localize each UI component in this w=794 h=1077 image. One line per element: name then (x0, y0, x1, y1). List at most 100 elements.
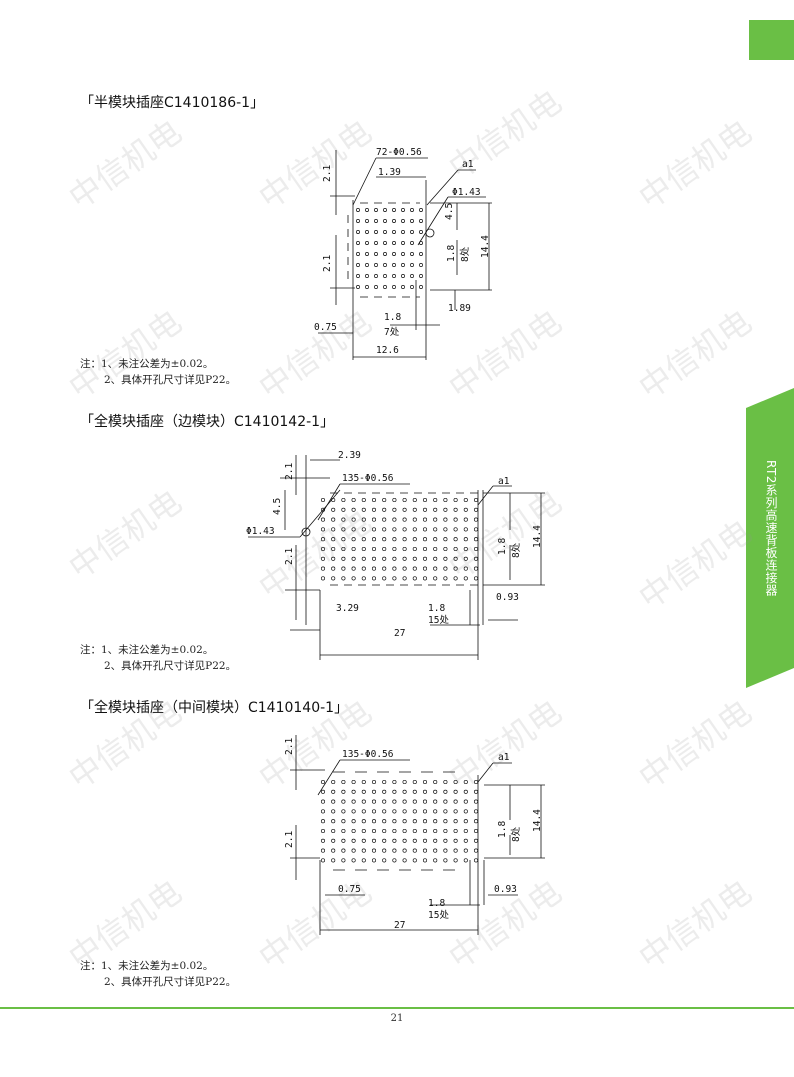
hole (463, 546, 468, 552)
hole (382, 566, 387, 571)
hole (382, 828, 387, 834)
hole (443, 546, 448, 552)
hole (443, 556, 448, 561)
hole (412, 517, 417, 522)
hole (356, 285, 360, 289)
hole (402, 838, 407, 843)
hole (422, 556, 428, 561)
hole (383, 219, 387, 223)
hole (383, 230, 387, 234)
hole (320, 819, 326, 824)
hole (331, 819, 336, 824)
hole (443, 537, 448, 542)
dim-phi-1-43: Φ1.43 (452, 187, 481, 198)
hole (351, 566, 356, 571)
hole (361, 819, 366, 824)
hole (365, 274, 369, 278)
hole (473, 517, 479, 522)
hole (402, 779, 407, 785)
hole (443, 828, 448, 834)
hole (410, 285, 414, 289)
hole (473, 799, 479, 804)
hole (383, 208, 387, 212)
hole (453, 779, 458, 785)
hole (331, 517, 336, 522)
hole (320, 779, 326, 785)
hole (341, 546, 346, 552)
hole (361, 809, 366, 814)
hole (392, 789, 397, 794)
hole (351, 556, 356, 561)
section-title-middle-module: 「全模块插座（中间模块）C1410140-1」 (80, 700, 349, 716)
dim-14-4: 14.4 (532, 525, 543, 548)
hole (371, 546, 377, 552)
hole (422, 779, 428, 785)
hole (320, 517, 326, 522)
hole (320, 507, 326, 512)
hole (463, 517, 468, 522)
hole (412, 546, 417, 552)
hole (371, 576, 377, 581)
hole (412, 576, 417, 581)
hole (473, 828, 479, 834)
hole (382, 809, 387, 814)
dim-hole-count: 135-Φ0.56 (342, 473, 394, 484)
hole (419, 208, 423, 212)
hole (402, 809, 407, 814)
dim-2-1-bottom: 2.1 (284, 831, 295, 848)
hole (361, 566, 366, 571)
hole (433, 556, 438, 561)
hole (433, 789, 438, 794)
hole (463, 819, 468, 824)
dim-0-75: 0.75 (338, 884, 361, 895)
hole (331, 799, 336, 804)
hole (463, 828, 468, 834)
hole (412, 819, 417, 824)
hole (412, 838, 417, 843)
dim-1-8-vertical: 1.8 (497, 538, 508, 555)
hole (371, 848, 377, 853)
hole (320, 858, 326, 863)
hole (351, 497, 356, 503)
hole (463, 556, 468, 561)
hole (374, 274, 378, 278)
dim-1-8-horizontal: 1.8 (428, 898, 445, 909)
hole (463, 858, 468, 863)
hole (473, 848, 479, 853)
hole (453, 517, 458, 522)
hole (419, 285, 423, 289)
hole (361, 858, 366, 863)
hole (402, 546, 407, 552)
dim-0-93: 0.93 (494, 884, 517, 895)
hole (410, 252, 414, 256)
dim-3-29: 3.29 (336, 603, 359, 614)
hole (392, 230, 396, 234)
dim-14-4: 14.4 (532, 809, 543, 832)
hole (402, 848, 407, 853)
hole (374, 219, 378, 223)
hole (410, 241, 414, 245)
note-line-1: 注：1、未注公差为±0.02。 (80, 960, 214, 972)
hole (371, 819, 377, 824)
side-category-label: RT2系列高速背板连接器 (764, 460, 778, 597)
hole (412, 789, 417, 794)
hole (320, 576, 326, 581)
hole (383, 252, 387, 256)
hole (412, 556, 417, 561)
hole (365, 252, 369, 256)
hole (392, 556, 397, 561)
hole (473, 527, 479, 532)
hole (473, 566, 479, 571)
hole (453, 576, 458, 581)
dim-phi-1-43: Φ1.43 (246, 526, 275, 537)
hole (392, 838, 397, 843)
hole (374, 263, 378, 267)
hole (392, 848, 397, 853)
hole (351, 828, 356, 834)
hole (412, 858, 417, 863)
hole (341, 799, 346, 804)
hole (320, 497, 326, 503)
hole (341, 838, 346, 843)
hole (351, 546, 356, 552)
hole (453, 858, 458, 863)
